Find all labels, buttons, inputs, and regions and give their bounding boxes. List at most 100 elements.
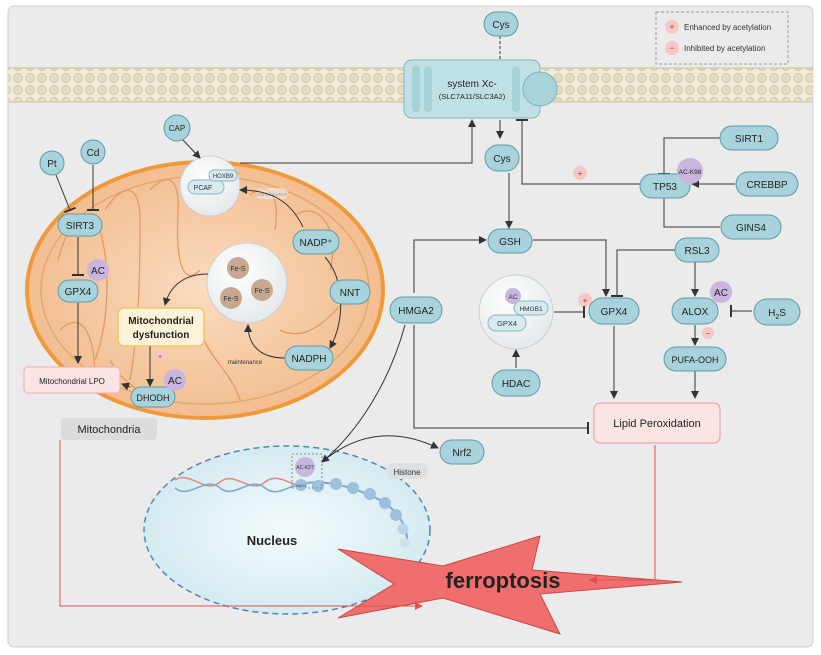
fe-s-2: Fe-S xyxy=(223,296,239,303)
crebbp-label: CREBBP xyxy=(746,180,787,191)
node-nrf2[interactable]: Nrf2 xyxy=(439,439,485,465)
ac-dhodh-label: AC xyxy=(168,376,182,387)
ferroptosis-connectors xyxy=(59,440,656,610)
h2s-subscript: 2 xyxy=(775,314,779,321)
node-alox[interactable]: ALOX xyxy=(671,297,719,325)
alox-label: ALOX xyxy=(682,307,709,318)
pt-label: Pt xyxy=(47,159,57,170)
fe-s-1: Fe-S xyxy=(230,266,246,273)
tp53-label: TP53 xyxy=(653,182,677,193)
dhodh-label: DHODH xyxy=(137,393,170,403)
nrf2-label: Nrf2 xyxy=(453,448,472,459)
gsh-label: GSH xyxy=(499,237,521,248)
legend-inhibited-label: Inhibited by acetylation xyxy=(684,44,765,53)
nadph-label: NADPH xyxy=(291,354,326,365)
system-xc-transporter: system Xc- (SLC7A11/SLC3A2) xyxy=(403,59,558,119)
mitochondrial-lpo-box: Mitochondrial LPO xyxy=(23,366,121,394)
acetylation-badges: + + + − xyxy=(155,166,714,361)
node-pt[interactable]: Pt xyxy=(39,150,65,176)
ac-badge-dhodh: AC xyxy=(164,369,186,391)
hoxb9-label: HOXB9 xyxy=(213,174,234,180)
h2s-label: H2S xyxy=(768,308,786,321)
hdac-label: HDAC xyxy=(502,379,530,390)
nucleus: AC-K27 NQO1 Histone Nucleus xyxy=(143,445,431,615)
ac-sirt3-label: AC xyxy=(91,266,105,277)
mitochondria-tag: Mitochondria xyxy=(61,418,157,440)
node-hmga2[interactable]: HMGA2 xyxy=(389,296,443,324)
node-cys-in[interactable]: Cys xyxy=(484,144,520,172)
gpx4-main-label: GPX4 xyxy=(601,307,628,318)
ac-k27-label: AC-K27 xyxy=(296,465,314,471)
h2s-h: H xyxy=(768,308,775,319)
node-h2s[interactable]: H2S xyxy=(753,298,801,326)
nqo1-label: NQO1 xyxy=(296,484,306,488)
maintenance-label: maintenance xyxy=(228,360,263,366)
node-rsl3[interactable]: RSL3 xyxy=(674,237,720,263)
node-hdac[interactable]: HDAC xyxy=(491,369,541,397)
cys-out-label: Cys xyxy=(492,20,509,31)
ferroptosis-star: ferroptosis xyxy=(337,535,683,635)
cys-in-label: Cys xyxy=(493,154,510,165)
node-sirt3[interactable]: SIRT3 xyxy=(57,213,103,237)
node-gpx4-mito[interactable]: GPX4 xyxy=(57,279,99,303)
node-tp53[interactable]: TP53 xyxy=(639,173,691,199)
mitochondria-label: Mitochondria xyxy=(78,424,142,436)
transporter-subunits: (SLC7A11/SLC3A2) xyxy=(439,92,506,101)
minus-badge-alox: − xyxy=(706,329,711,338)
node-cd[interactable]: Cd xyxy=(80,139,106,165)
fe-s-3: Fe-S xyxy=(254,288,270,295)
lipid-peroxidation-box: Lipid Peroxidation xyxy=(593,402,721,444)
cap-label: CAP xyxy=(169,124,185,133)
ac-badge-sirt3: AC xyxy=(87,259,109,281)
fe-s-cluster-bubble: Fe-S Fe-S Fe-S xyxy=(206,242,288,324)
nucleus-label: Nucleus xyxy=(247,533,298,548)
mitochondrial-lpo-label: Mitochondrial LPO xyxy=(39,377,105,386)
ac-k98-label: AC-K98 xyxy=(679,169,702,176)
ac-hmgb1-label: AC xyxy=(508,294,517,301)
node-gins4[interactable]: GINS4 xyxy=(720,214,782,240)
node-gsh[interactable]: GSH xyxy=(487,228,533,254)
node-nadph[interactable]: NADPH xyxy=(284,345,334,371)
legend-enhanced-label: Enhanced by acetylation xyxy=(684,23,771,32)
node-dhodh[interactable]: DHODH xyxy=(130,386,176,408)
mito-dysfunction-line1: Mitochondrial xyxy=(128,316,194,327)
legend-plus-symbol: + xyxy=(669,22,674,32)
node-gpx4-main[interactable]: GPX4 xyxy=(588,297,640,325)
sirt1-label: SIRT1 xyxy=(735,134,764,145)
pcaf-label: PCAF xyxy=(194,185,213,192)
histone-label: Histone xyxy=(393,468,421,477)
pcaf-hoxb9-bubble: PCAF HOXB9 xyxy=(179,155,241,217)
gpx4-mito-label: GPX4 xyxy=(65,287,92,298)
ac-alox-label: AC xyxy=(714,288,728,299)
cd-label: Cd xyxy=(87,148,100,159)
mitochondrial-dysfunction-box: Mitochondrial dysfunction xyxy=(117,307,205,347)
mito-dysfunction-line2: dysfunction xyxy=(133,330,190,341)
nnt-label: NNT xyxy=(340,288,361,299)
hmgb1-gpx4-bubble: GPX4 HMGB1 AC xyxy=(478,274,554,350)
pufa-ooh-label: PUFA-OOH xyxy=(671,355,718,365)
hmga2-label: HMGA2 xyxy=(398,306,434,317)
plus-badge-dhodh: + xyxy=(158,354,162,361)
gins4-label: GINS4 xyxy=(736,223,766,234)
node-pufa-ooh[interactable]: PUFA-OOH xyxy=(663,346,727,372)
ferroptosis-label: ferroptosis xyxy=(446,568,561,593)
node-nadp[interactable]: NADP⁺ xyxy=(292,229,340,255)
gpx4-hmgb1-label: GPX4 xyxy=(497,319,517,328)
node-cap[interactable]: CAP xyxy=(163,114,191,142)
legend-minus-symbol: − xyxy=(669,43,674,53)
rsl3-label: RSL3 xyxy=(684,246,709,257)
nadp-label: NADP⁺ xyxy=(299,238,332,249)
lipid-peroxidation-label: Lipid Peroxidation xyxy=(613,418,700,430)
ac-k98-badge: AC-K98 xyxy=(677,158,703,184)
node-crebbp[interactable]: CREBBP xyxy=(735,171,799,197)
h2s-s: S xyxy=(779,308,786,319)
ac-badge-alox: AC xyxy=(710,281,732,303)
node-nnt[interactable]: NNT xyxy=(329,279,371,305)
plus-badge-tp53: + xyxy=(578,169,583,178)
node-sirt1[interactable]: SIRT1 xyxy=(719,125,779,151)
plus-badge-gpx4: + xyxy=(583,296,588,305)
legend: + Enhanced by acetylation − Inhibited by… xyxy=(655,11,789,65)
node-cys-out[interactable]: Cys xyxy=(483,11,519,37)
transporter-name: system Xc- xyxy=(447,79,496,90)
